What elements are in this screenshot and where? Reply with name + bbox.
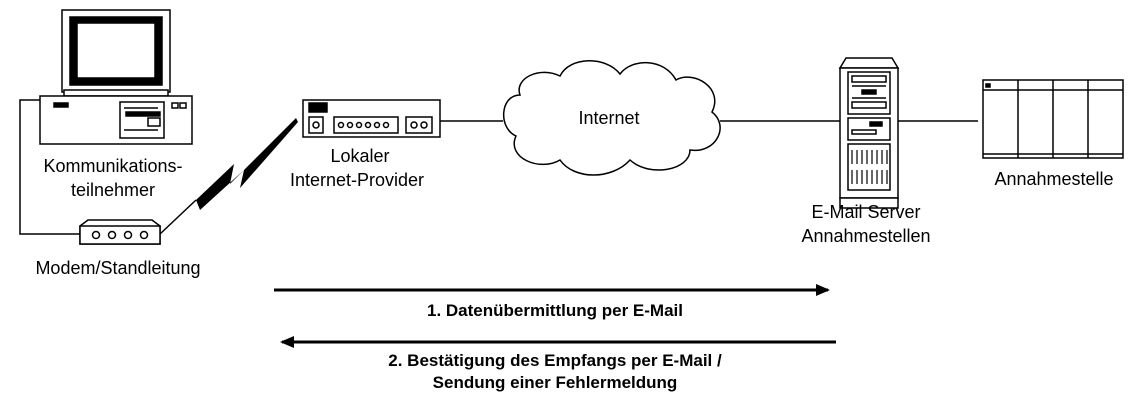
router-icon — [302, 99, 441, 138]
computer-label-line-1: Kommunikations- — [43, 156, 182, 176]
provider-label-line-1: Lokaler — [330, 146, 389, 166]
forward-flow-label: 1. Datenübermittlung per E-Mail — [427, 301, 683, 320]
back-flow-label-line-1: 2. Bestätigung des Empfangs per E-Mail / — [388, 351, 722, 370]
computer-icon — [39, 9, 193, 145]
server-label-line-2: Annahmestellen — [801, 226, 930, 246]
computer-modem-line — [19, 99, 80, 235]
connection-lines — [19, 99, 978, 235]
server-icon — [838, 57, 900, 209]
annahmestelle-label: Annahmestelle — [994, 169, 1113, 189]
modem-icon — [79, 219, 161, 245]
provider-label-line-2: Internet-Provider — [290, 170, 424, 190]
server-label-line-1: E-Mail Server — [811, 202, 920, 222]
back-flow-label-line-2: Sendung einer Fehlermeldung — [433, 373, 678, 392]
cloud-icon — [502, 60, 721, 176]
modem-label: Modem/Standleitung — [35, 258, 200, 278]
lightning-icon — [196, 118, 298, 210]
modem-lightning-link — [159, 199, 197, 235]
computer-label-line-2: teilnehmer — [71, 180, 155, 200]
server-vent-grille — [851, 150, 888, 184]
rack-icon — [982, 79, 1124, 159]
internet-label: Internet — [578, 108, 639, 128]
